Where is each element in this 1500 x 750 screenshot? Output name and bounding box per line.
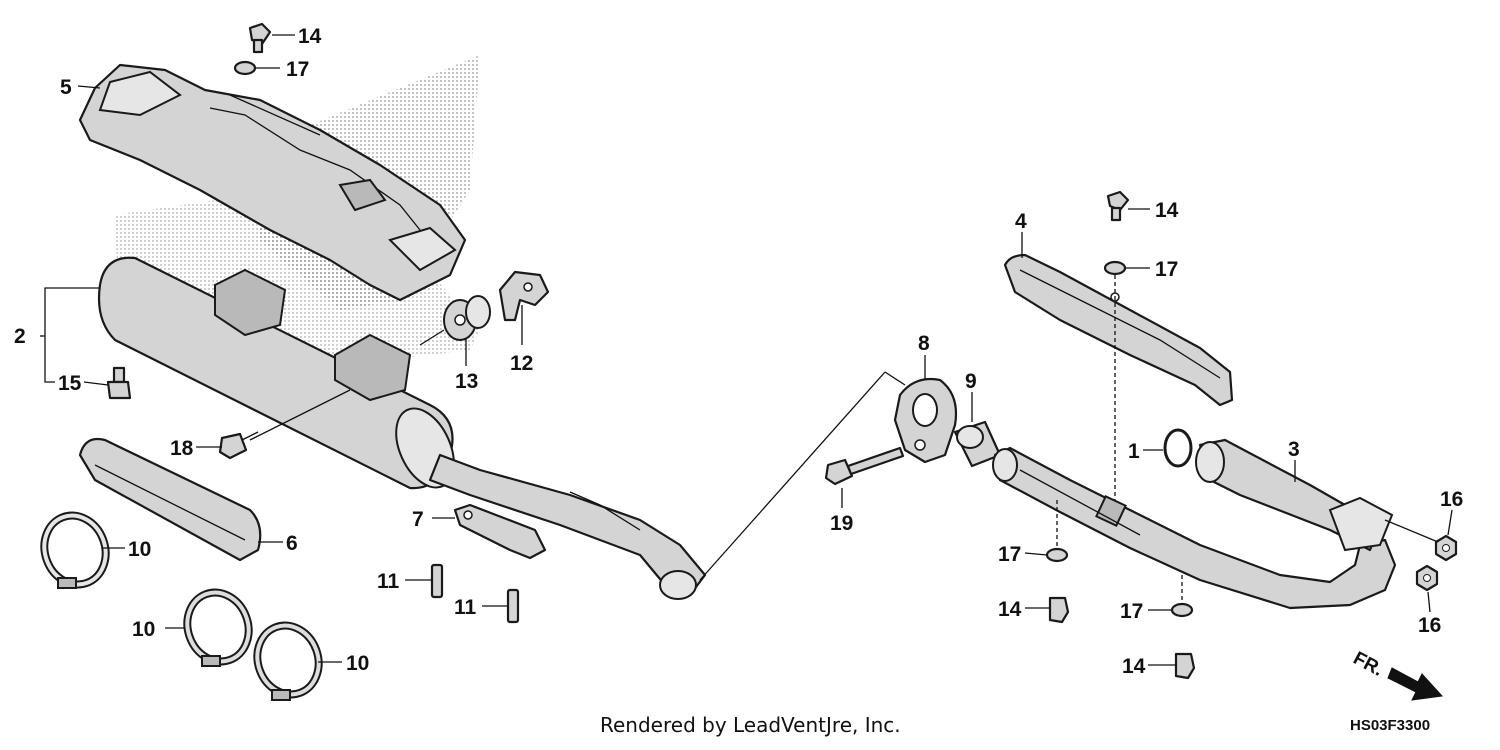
callout-5: 5 xyxy=(60,76,72,99)
washer-low[interactable] xyxy=(1170,602,1194,618)
flange-nut-a[interactable] xyxy=(1434,534,1458,562)
front-direction-indicator: FR. xyxy=(1350,648,1444,701)
bolt-18[interactable] xyxy=(218,431,259,460)
washer-mid[interactable] xyxy=(1045,547,1069,563)
callout-17d: 17 xyxy=(1120,600,1143,623)
stud-bolt-b[interactable] xyxy=(506,588,520,624)
credit-text: Rendered by LeadVentJre, Inc. xyxy=(600,713,901,737)
flange-bolt[interactable] xyxy=(824,446,905,486)
washer-top-right[interactable] xyxy=(1103,260,1127,276)
callout-8: 8 xyxy=(918,332,930,355)
callout-14b: 14 xyxy=(1155,199,1179,222)
leader-lines xyxy=(40,34,1453,666)
callout-10c: 10 xyxy=(346,652,369,675)
callout-labels: 1 2 3 4 5 6 7 8 9 10 10 10 11 11 12 13 1… xyxy=(14,25,1463,678)
exhaust-pipe[interactable] xyxy=(992,446,1397,610)
gasket-ring[interactable] xyxy=(1163,428,1193,468)
exhaust-pipe-clamp[interactable] xyxy=(893,377,958,464)
callout-6: 6 xyxy=(286,532,298,555)
callout-13: 13 xyxy=(455,370,478,393)
bolt-top-left[interactable] xyxy=(248,22,272,54)
exhaust-pipe-protector[interactable] xyxy=(1003,253,1234,407)
spark-arrester-cap[interactable] xyxy=(498,270,550,322)
callout-14a: 14 xyxy=(298,25,322,48)
callout-17b: 17 xyxy=(1155,258,1178,281)
bolt-15[interactable] xyxy=(106,366,132,400)
callout-14c: 14 xyxy=(998,598,1022,621)
muffler-gasket-plate[interactable] xyxy=(453,503,547,560)
muffler[interactable] xyxy=(97,256,707,600)
callout-16b: 16 xyxy=(1418,614,1441,637)
band-clamp-b[interactable] xyxy=(174,580,262,674)
callout-3: 3 xyxy=(1288,438,1300,461)
grommet[interactable] xyxy=(443,295,491,341)
front-label: FR. xyxy=(1350,648,1387,681)
callout-1: 1 xyxy=(1128,440,1140,463)
callout-16a: 16 xyxy=(1440,488,1463,511)
callout-19: 19 xyxy=(830,512,853,535)
callout-17c: 17 xyxy=(998,543,1021,566)
bolt-mid[interactable] xyxy=(1048,596,1070,624)
callout-15: 15 xyxy=(58,372,82,395)
band-clamp-c[interactable] xyxy=(244,613,332,707)
front-arrow-icon xyxy=(1387,667,1444,701)
callout-10b: 10 xyxy=(132,618,155,641)
callout-11b: 11 xyxy=(454,596,477,619)
callout-14d: 14 xyxy=(1122,655,1146,678)
flange-nut-b[interactable] xyxy=(1415,564,1439,592)
callout-7: 7 xyxy=(412,508,424,531)
diagram-code: HS03F3300 xyxy=(1350,717,1430,734)
washer-top-left[interactable] xyxy=(233,60,257,76)
callout-10a: 10 xyxy=(128,538,151,561)
bolt-top-right[interactable] xyxy=(1106,190,1130,222)
callout-4: 4 xyxy=(1015,210,1027,233)
heat-shield-lower[interactable] xyxy=(78,437,262,562)
callout-2: 2 xyxy=(14,325,26,348)
band-clamp-a[interactable] xyxy=(31,503,119,597)
front-exhaust-pipe[interactable] xyxy=(1195,438,1394,552)
callout-17a: 17 xyxy=(286,58,309,81)
bolt-low[interactable] xyxy=(1174,652,1196,680)
stud-bolt-a[interactable] xyxy=(430,563,444,599)
callout-9: 9 xyxy=(965,370,977,393)
callout-12: 12 xyxy=(510,352,533,375)
callout-18: 18 xyxy=(170,437,194,460)
heat-shield-upper[interactable] xyxy=(78,63,467,302)
callout-11a: 11 xyxy=(377,570,400,593)
